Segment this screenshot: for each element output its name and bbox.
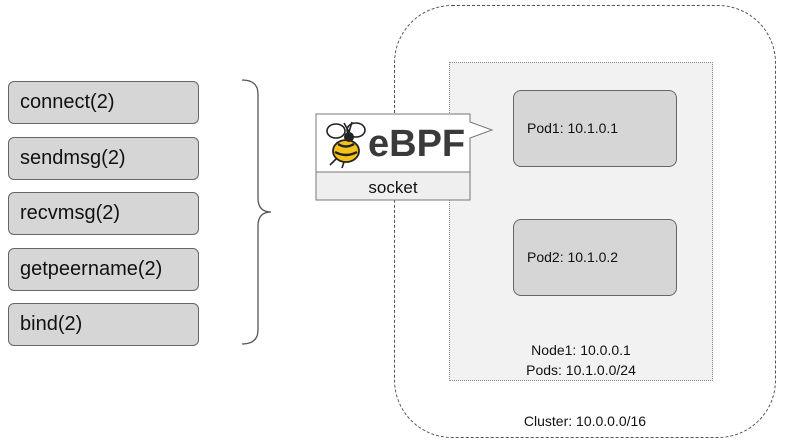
bee-icon (326, 121, 366, 169)
node-pods-label: Pods: 10.1.0.0/24 (526, 362, 636, 378)
syscall-connect: connect(2) (8, 81, 199, 124)
grouping-brace (241, 79, 272, 345)
cluster-label: Cluster: 10.0.0.0/16 (523, 413, 647, 429)
pod1-box: Pod1: 10.1.0.1 (513, 90, 677, 167)
node-label: Node1: 10.0.0.1 (531, 342, 631, 358)
cluster-boundary (394, 5, 776, 438)
syscall-sendmsg: sendmsg(2) (8, 137, 199, 180)
syscall-getpeername: getpeername(2) (8, 248, 199, 291)
syscall-bind: bind(2) (8, 303, 199, 346)
ebpf-callout (315, 113, 494, 201)
socket-hook-label: socket (368, 178, 418, 197)
pod2-box: Pod2: 10.1.0.2 (513, 219, 677, 296)
ebpf-logo-text: eBPF (368, 123, 466, 165)
syscall-recvmsg: recvmsg(2) (8, 192, 199, 235)
